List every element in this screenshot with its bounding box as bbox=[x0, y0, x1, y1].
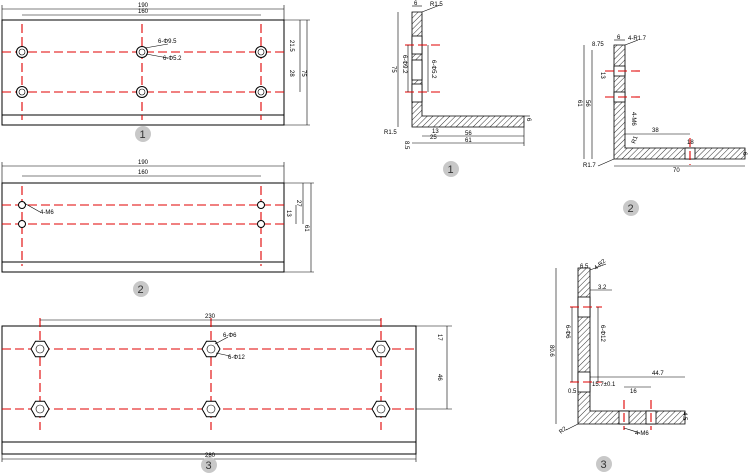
angle-3-dim-45: 4.5 bbox=[681, 412, 687, 421]
angle-view-2: 6 4-R1.7 8.75 13 61 56 4-M6 38 18 R1 R1.… bbox=[576, 35, 747, 216]
angle-2-dim-38: 38 bbox=[652, 128, 659, 134]
view-badge-plate-3-label: 3 bbox=[206, 460, 212, 472]
angle-2-r1: R1 bbox=[631, 135, 639, 145]
plate-view-3: 230 280 6-Φ6 6-Φ12 17 46 3 bbox=[1, 314, 452, 473]
angle-2-dim-6: 6 bbox=[741, 152, 747, 156]
plate-1-dim-inner: 160 bbox=[138, 9, 149, 15]
view-badge-angle-2-label: 2 bbox=[628, 203, 634, 215]
angle-1-dim-small-a: 8.5 bbox=[403, 141, 409, 150]
angle-3-dim-top: 6.5 bbox=[580, 264, 589, 270]
plate-1-hole-callout-a: 6-Φ9.5 bbox=[158, 39, 177, 45]
angle-2-r17: R1.7 bbox=[583, 163, 596, 169]
plate-2-dim-right-b: 27 bbox=[295, 200, 301, 207]
plate-2-dim-right-total: 61 bbox=[303, 225, 309, 232]
plate-3-holes bbox=[30, 340, 391, 418]
angle-3-dim-447: 44.7 bbox=[652, 371, 664, 377]
angle-2-dim-61: 61 bbox=[576, 100, 582, 107]
angle-1-hole-a: 6-Φ9.2 bbox=[401, 55, 407, 74]
angle-3-hole-a: 6-Φ6 bbox=[564, 325, 570, 339]
angle-3-dim-05: 0.5 bbox=[568, 389, 577, 395]
plate-1-outline bbox=[1, 19, 285, 126]
plate-1-dim-right-mid: 28 bbox=[288, 70, 294, 77]
view-badge-plate-2 bbox=[133, 281, 149, 297]
plate-2-dim-right-a: 13 bbox=[285, 210, 291, 217]
angle-1-dim-small-c: 25 bbox=[430, 135, 437, 141]
plate-1-holes bbox=[16, 46, 267, 98]
plate-view-1: 190 160 6-Φ9.5 6-Φ5.2 21.5 28 75 1 bbox=[1, 3, 310, 142]
plate-2-hole-callout: 4-M6 bbox=[40, 210, 54, 216]
plate-view-2: 190 160 4-M6 13 27 61 2 bbox=[1, 160, 314, 297]
view-badge-angle-3-label: 3 bbox=[601, 459, 607, 471]
angle-2-dim-13: 13 bbox=[599, 72, 605, 79]
angle-view-1: 6 R1.5 75 6-Φ9.2 6-Φ5.2 R1.5 8.5 13 25 5… bbox=[384, 1, 531, 177]
view-badge-angle-2 bbox=[623, 200, 639, 216]
angle-1-dim-56: 56 bbox=[465, 131, 472, 137]
angle-1-dim-61: 61 bbox=[465, 138, 472, 144]
angle-1-dim-6: 6 bbox=[525, 118, 531, 122]
plate-3-hole-callout-a: 6-Φ6 bbox=[223, 333, 237, 339]
angle-1-dim-small-b: 13 bbox=[432, 129, 439, 135]
plate-2-outline bbox=[1, 182, 285, 273]
view-badge-plate-3 bbox=[201, 457, 217, 473]
angle-3-dim-157: 15.7±0.1 bbox=[592, 382, 616, 388]
angle-3-section bbox=[577, 267, 686, 425]
angle-3-dim-vert: 80.6 bbox=[548, 345, 554, 357]
angle-3-r2: R2 bbox=[558, 426, 568, 436]
angle-2-r-top: 4-R1.7 bbox=[628, 36, 647, 42]
plate-2-dim-inner: 160 bbox=[138, 170, 149, 176]
angle-1-section bbox=[411, 11, 525, 128]
angle-1-hole-b: 6-Φ5.2 bbox=[430, 60, 436, 79]
plate-1-dim-right-top: 21.5 bbox=[288, 40, 294, 52]
plate-1-dim-right-total: 75 bbox=[300, 70, 306, 77]
view-badge-plate-2-label: 2 bbox=[138, 284, 144, 296]
plate-2-dim-overall: 190 bbox=[138, 160, 149, 166]
plate-1-dim-overall: 190 bbox=[138, 3, 149, 9]
angle-2-dim-18: 18 bbox=[687, 140, 694, 146]
plate-3-hole-callout-b: 6-Φ12 bbox=[228, 355, 245, 361]
plate-3-dim-right-top: 17 bbox=[436, 334, 442, 341]
plate-1-hole-callout-b: 6-Φ5.2 bbox=[163, 56, 182, 62]
angle-1-dim-vert: 75 bbox=[390, 66, 396, 73]
angle-view-3: 6.5 4-R2 3.2 6-Φ6 6-Φ12 80.6 44.7 15.7±0… bbox=[548, 258, 687, 472]
view-badge-angle-1 bbox=[443, 161, 459, 177]
angle-3-hole-b: 6-Φ12 bbox=[599, 325, 605, 342]
angle-1-r-bottom: R1.5 bbox=[384, 130, 397, 136]
angle-2-dim-875: 8.75 bbox=[592, 42, 604, 48]
angle-2-dim-70: 70 bbox=[673, 168, 680, 174]
view-badge-angle-3 bbox=[596, 456, 612, 472]
view-badge-angle-1-label: 1 bbox=[448, 164, 454, 176]
angle-3-dim-16: 16 bbox=[630, 389, 637, 395]
view-badge-plate-1 bbox=[135, 126, 151, 142]
angle-2-dim-top: 6 bbox=[617, 35, 621, 41]
angle-3-hole-callout: 4-M6 bbox=[635, 431, 649, 437]
plate-3-dim-overall: 280 bbox=[205, 453, 216, 459]
angle-2-hole-callout: 4-M6 bbox=[630, 112, 636, 126]
angle-3-dim-32: 3.2 bbox=[598, 285, 607, 291]
plate-3-dim-right-mid: 46 bbox=[436, 374, 442, 381]
plate-3-outline bbox=[1, 325, 417, 455]
angle-2-dim-56: 56 bbox=[584, 100, 590, 107]
view-badge-plate-1-label: 1 bbox=[140, 129, 146, 141]
angle-1-dim-top: 6 bbox=[414, 1, 418, 7]
plate-3-dim-inner: 230 bbox=[205, 314, 216, 320]
angle-3-r-top: 4-R2 bbox=[593, 258, 607, 271]
angle-1-r-top: R1.5 bbox=[430, 2, 443, 8]
